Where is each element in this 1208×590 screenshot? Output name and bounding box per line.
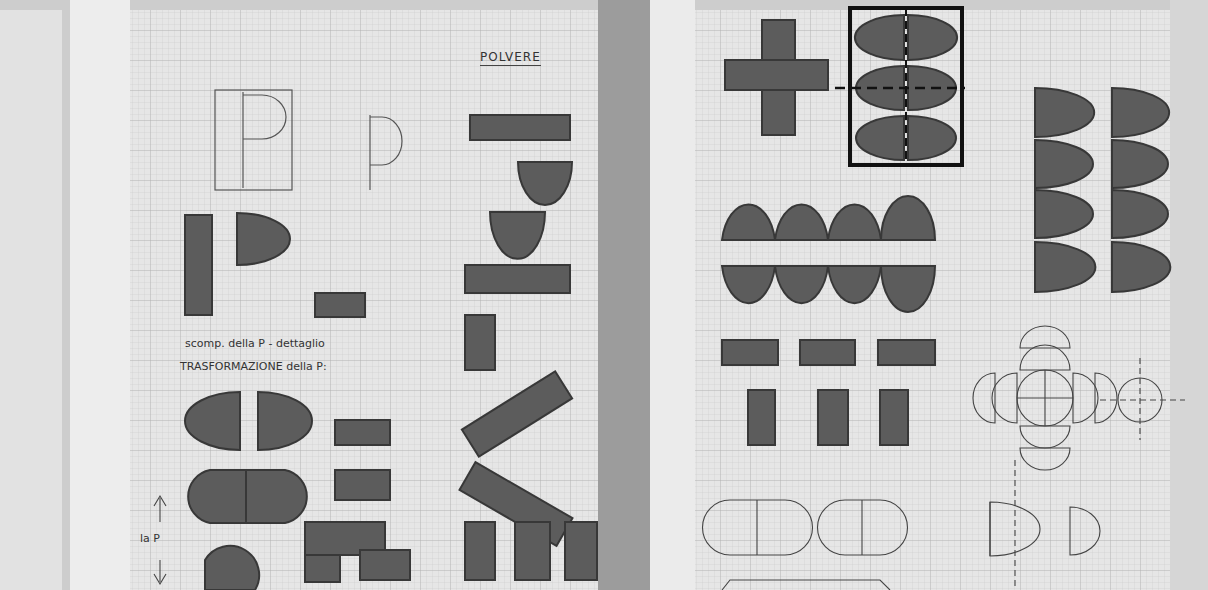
outline-construction — [154, 326, 1185, 590]
frame-and-axes — [835, 8, 965, 165]
filled-shapes — [185, 15, 1170, 590]
sketch-note: TRASFORMAZIONE della P: — [180, 360, 327, 373]
side-page — [0, 10, 62, 590]
outline-letters — [215, 90, 402, 190]
right-page — [695, 10, 1170, 590]
sketch-note: scomp. della P - dettaglio — [185, 337, 325, 350]
middle-page — [598, 0, 650, 590]
side-page — [70, 0, 130, 590]
page-title: POLVERE — [480, 50, 541, 66]
left-page — [130, 10, 598, 590]
arrow-note: la P — [140, 532, 160, 545]
